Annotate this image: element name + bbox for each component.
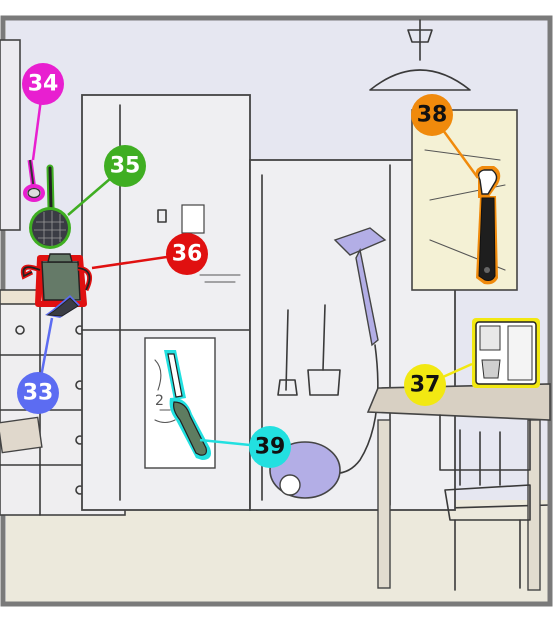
coffee-pot-object[interactable] xyxy=(20,253,93,307)
callout-38-label: 38 xyxy=(417,103,448,128)
svg-text:2: 2 xyxy=(155,393,164,409)
wall-poster xyxy=(411,109,518,291)
screwdriver-object[interactable] xyxy=(164,350,211,460)
callout-35[interactable]: 35 xyxy=(104,145,146,187)
ladle-object[interactable] xyxy=(23,159,45,202)
callout-39[interactable]: 39 xyxy=(249,426,291,468)
callout-35-label: 35 xyxy=(110,154,141,179)
callout-36[interactable]: 36 xyxy=(166,233,208,275)
ceiling-lamp xyxy=(369,19,471,91)
callout-34[interactable]: 34 xyxy=(22,63,64,105)
callout-39-label: 39 xyxy=(255,435,286,460)
callout-37[interactable]: 37 xyxy=(404,364,446,406)
callout-33[interactable]: 33 xyxy=(17,372,59,414)
wall-broom-dustpan xyxy=(277,304,341,396)
frying-pan-object[interactable] xyxy=(45,295,80,318)
callout-37-label: 37 xyxy=(410,373,441,398)
strainer-object[interactable] xyxy=(29,164,71,249)
coffee-maker-object[interactable] xyxy=(472,318,540,388)
floor xyxy=(6,500,550,602)
wrench-object[interactable] xyxy=(475,166,501,285)
callout-33-label: 33 xyxy=(23,381,54,406)
callout-34-label: 34 xyxy=(28,72,59,97)
callout-36-label: 36 xyxy=(172,242,203,267)
callout-38[interactable]: 38 xyxy=(411,94,453,136)
